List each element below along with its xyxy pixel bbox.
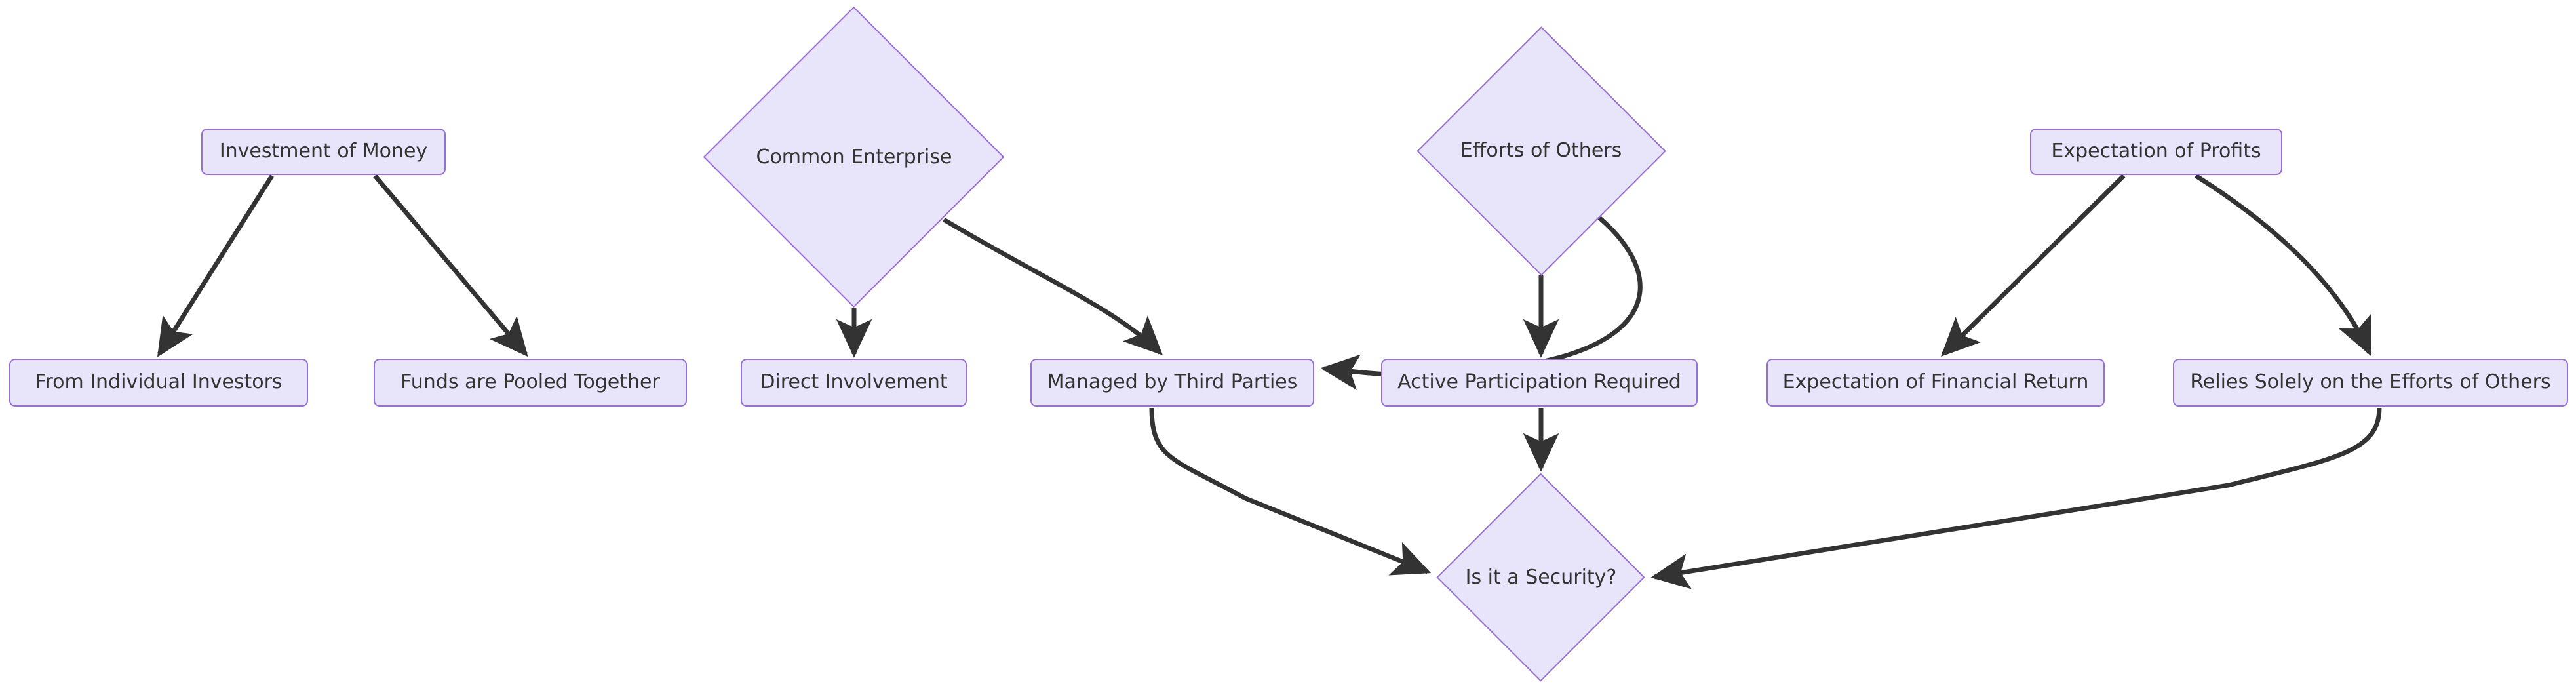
node-relies-solely-on-the-efforts-of-others[interactable]: Relies Solely on the Efforts of Others (2173, 359, 2568, 407)
node-label: From Individual Investors (35, 370, 283, 394)
node-from-individual-investors[interactable]: From Individual Investors (9, 359, 308, 407)
node-common-enterprise[interactable]: Common Enterprise (703, 6, 1005, 308)
node-label: Direct Involvement (760, 370, 948, 394)
node-label: Managed by Third Parties (1047, 370, 1298, 394)
edge-investment-to-funds-pooled (373, 174, 528, 357)
edge-common-enterprise-to-managed-third-parties (943, 217, 1163, 355)
node-active-participation-required[interactable]: Active Participation Required (1381, 359, 1698, 407)
edge-relies-solely-to-security (1650, 407, 2382, 589)
node-label: Is it a Security? (1465, 565, 1617, 589)
node-expectation-of-profits[interactable]: Expectation of Profits (2030, 129, 2282, 175)
node-expectation-of-financial-return[interactable]: Expectation of Financial Return (1766, 359, 2105, 407)
node-managed-by-third-parties[interactable]: Managed by Third Parties (1030, 359, 1314, 407)
node-label: Expectation of Financial Return (1782, 370, 2089, 394)
node-label: Investment of Money (219, 140, 428, 163)
node-label: Relies Solely on the Efforts of Others (2190, 370, 2551, 394)
node-funds-are-pooled-together[interactable]: Funds are Pooled Together (374, 359, 687, 407)
node-label: Expectation of Profits (2051, 140, 2261, 163)
node-direct-involvement[interactable]: Direct Involvement (741, 359, 967, 407)
node-label: Active Participation Required (1397, 370, 1681, 394)
edge-expectation-profits-to-relies-solely (2195, 174, 2372, 357)
edge-managed-third-parties-to-security (1149, 407, 1432, 576)
node-is-it-a-security[interactable]: Is it a Security? (1436, 473, 1645, 682)
node-label: Common Enterprise (756, 145, 952, 169)
node-investment-of-money[interactable]: Investment of Money (201, 129, 446, 175)
node-label: Efforts of Others (1460, 138, 1622, 162)
edge-investment-to-individual-investors (157, 174, 274, 357)
node-efforts-of-others[interactable]: Efforts of Others (1416, 26, 1666, 276)
edge-expectation-profits-to-financial-return (1941, 174, 2126, 357)
node-label: Funds are Pooled Together (400, 370, 660, 394)
